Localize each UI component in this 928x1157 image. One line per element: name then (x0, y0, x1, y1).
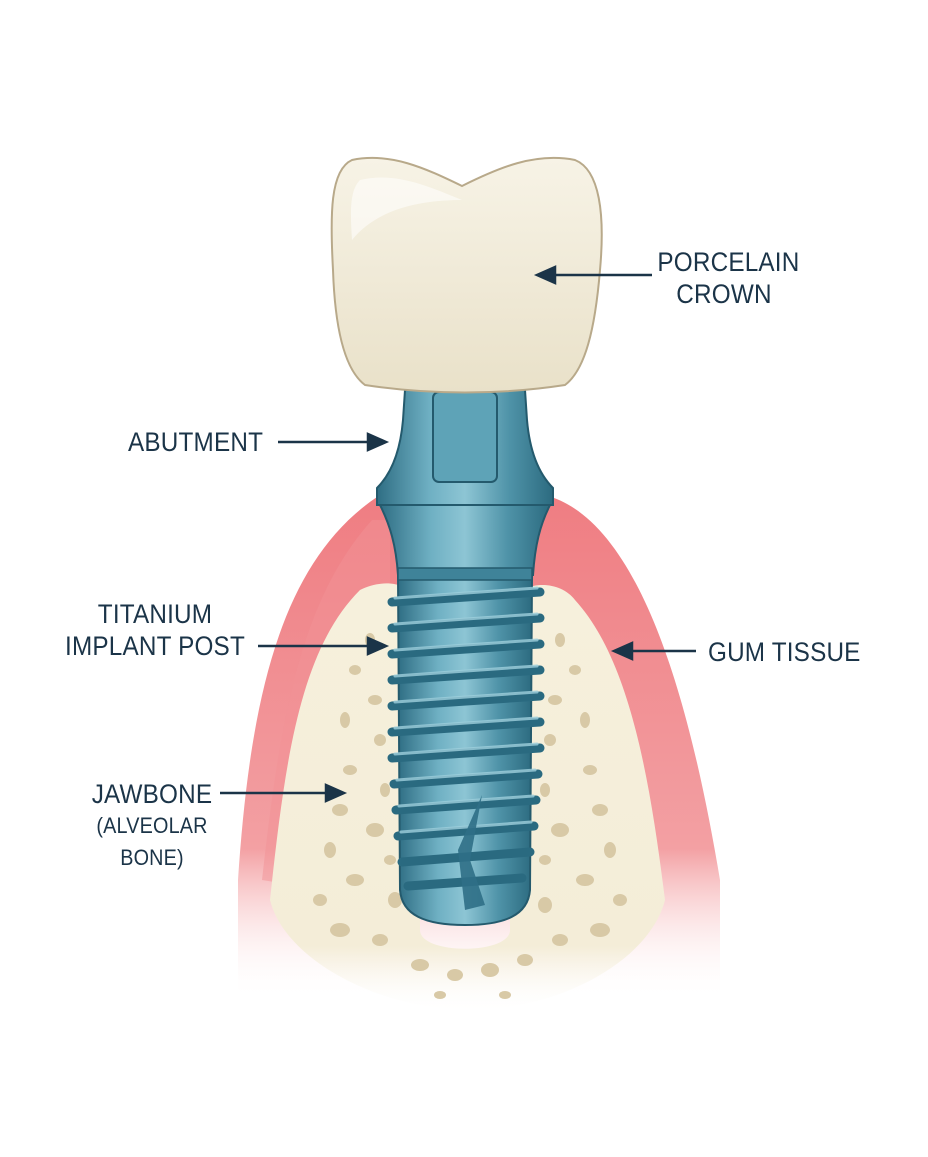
gum-arrow-icon (610, 641, 634, 661)
pointer-arrows (220, 265, 696, 803)
post-arrow-icon (366, 636, 390, 656)
label-porcelain-crown: PORCELAIN CROWN (657, 246, 800, 310)
label-titanium-implant-post: TITANIUM IMPLANT POST (65, 598, 245, 662)
jawbone (270, 583, 665, 1010)
label-gum-tissue: GUM TISSUE (708, 637, 861, 667)
label-abutment: ABUTMENT (128, 427, 264, 457)
abutment (376, 389, 554, 581)
label-jawbone: JAWBONE (ALVEOLAR BONE) (67, 778, 238, 874)
crown-arrow-icon (533, 265, 557, 285)
jaw-arrow-icon (324, 783, 348, 803)
porcelain-crown (330, 156, 603, 394)
label-post-line1: TITANIUM (97, 599, 213, 629)
label-crown-line2: CROWN (676, 279, 772, 309)
label-jaw-line1: JAWBONE (91, 779, 213, 809)
label-crown-line1: PORCELAIN (657, 247, 800, 277)
titanium-implant-post (387, 574, 545, 927)
abutment-arrow-icon (366, 432, 390, 452)
label-post-line2: IMPLANT POST (65, 631, 245, 661)
label-jaw-line2: (ALVEOLAR BONE) (96, 813, 208, 870)
